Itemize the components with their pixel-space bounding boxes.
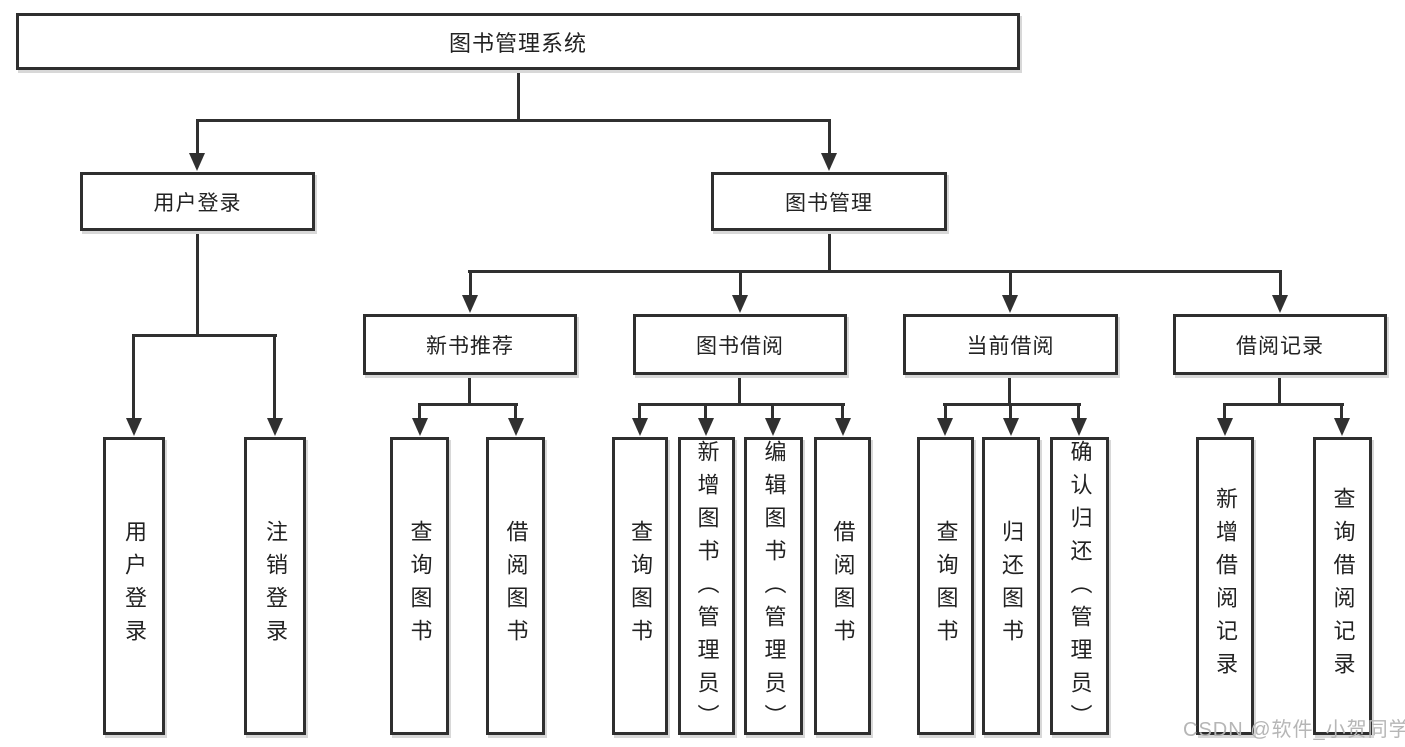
leaf-return-book: 归还图书 <box>982 437 1040 735</box>
leaf-user-login: 用户登录 <box>103 437 165 735</box>
node-label: 查询借阅记录 <box>1330 487 1356 685</box>
leaf-edit-book-admin: 编辑图书（管理员） <box>744 437 803 737</box>
connector-line <box>1223 405 1226 419</box>
connector-line <box>841 405 844 419</box>
node-user-login: 用户登录 <box>80 172 315 231</box>
arrow-down-icon <box>189 153 205 171</box>
node-new-book-recommend: 新书推荐 <box>363 314 577 375</box>
connector-line <box>132 336 135 419</box>
watermark: CSDN @软件_小贺同学 <box>1183 719 1405 741</box>
connector-line <box>273 336 276 419</box>
arrow-down-icon <box>765 418 781 436</box>
connector-line <box>196 119 831 122</box>
connector-line <box>1223 403 1344 406</box>
connector-line <box>132 334 277 337</box>
node-label: 借阅记录 <box>1236 334 1324 358</box>
arrow-down-icon <box>1003 418 1019 436</box>
node-label: 图书借阅 <box>696 334 784 358</box>
connector-line <box>828 121 831 155</box>
connector-line <box>468 270 1282 273</box>
connector-line <box>828 230 831 272</box>
arrow-down-icon <box>1272 295 1288 313</box>
connector-line <box>514 405 517 419</box>
connector-line <box>468 375 471 405</box>
connector-line <box>1008 375 1011 405</box>
node-library-system: 图书管理系统 <box>16 13 1020 70</box>
connector-line <box>1278 375 1281 405</box>
leaf-borrow-books-recommend: 借阅图书 <box>486 437 545 735</box>
connector-line <box>1009 272 1012 296</box>
leaf-confirm-return-admin: 确认归还（管理员） <box>1050 437 1109 737</box>
connector-line <box>1077 405 1080 419</box>
node-label: 新书推荐 <box>426 334 514 358</box>
leaf-logout: 注销登录 <box>244 437 306 735</box>
node-label: 借阅图书 <box>830 520 856 652</box>
connector-line <box>469 272 472 296</box>
node-book-borrow: 图书借阅 <box>633 314 847 375</box>
connector-line <box>517 70 520 120</box>
connector-line <box>638 403 845 406</box>
node-borrow-records: 借阅记录 <box>1173 314 1387 375</box>
connector-line <box>944 405 947 419</box>
connector-line <box>196 121 199 155</box>
node-label: 借阅图书 <box>503 520 529 652</box>
node-label: 图书管理 <box>785 191 873 215</box>
arrow-down-icon <box>1002 295 1018 313</box>
arrow-down-icon <box>1217 418 1233 436</box>
connector-line <box>1009 405 1012 419</box>
connector-line <box>638 405 641 419</box>
arrow-down-icon <box>632 418 648 436</box>
arrow-down-icon <box>698 418 714 436</box>
node-label: 用户登录 <box>122 520 147 652</box>
connector-line <box>739 272 742 296</box>
node-label: 归还图书 <box>999 520 1024 652</box>
node-label: 查询图书 <box>628 520 653 652</box>
connector-line <box>771 405 774 419</box>
node-current-borrow: 当前借阅 <box>903 314 1118 375</box>
arrow-down-icon <box>126 418 142 436</box>
leaf-borrow-books: 借阅图书 <box>814 437 871 735</box>
arrow-down-icon <box>412 418 428 436</box>
leaf-add-book-admin: 新增图书（管理员） <box>678 437 735 737</box>
node-label: 确认归还（管理员） <box>1067 440 1093 737</box>
node-label: 图书管理系统 <box>448 30 587 56</box>
arrow-down-icon <box>1071 418 1087 436</box>
node-label: 查询图书 <box>407 520 433 652</box>
connector-line <box>943 403 1081 406</box>
leaf-query-books-borrow: 查询图书 <box>612 437 668 735</box>
arrow-down-icon <box>1334 418 1350 436</box>
connector-line <box>1340 405 1343 419</box>
node-label: 新增借阅记录 <box>1213 487 1238 685</box>
leaf-add-borrow-record: 新增借阅记录 <box>1196 437 1254 735</box>
connector-line <box>418 403 518 406</box>
node-label: 编辑图书（管理员） <box>761 440 787 737</box>
arrow-down-icon <box>821 153 837 171</box>
arrow-down-icon <box>835 418 851 436</box>
node-label: 用户登录 <box>153 191 242 215</box>
leaf-query-borrow-record: 查询借阅记录 <box>1313 437 1372 735</box>
connector-line <box>196 230 199 336</box>
node-book-management: 图书管理 <box>711 172 947 231</box>
arrow-down-icon <box>267 418 283 436</box>
connector-line <box>1279 272 1282 296</box>
arrow-down-icon <box>937 418 953 436</box>
node-label: 注销登录 <box>263 520 288 652</box>
node-label: 查询图书 <box>933 520 959 652</box>
leaf-query-books-current: 查询图书 <box>917 437 974 735</box>
node-label: 当前借阅 <box>966 334 1055 358</box>
connector-line <box>738 375 741 405</box>
arrow-down-icon <box>462 295 478 313</box>
arrow-down-icon <box>732 295 748 313</box>
leaf-query-books-recommend: 查询图书 <box>390 437 449 735</box>
connector-line <box>418 405 421 419</box>
arrow-down-icon <box>508 418 524 436</box>
connector-line <box>704 405 707 419</box>
node-label: 新增图书（管理员） <box>694 440 720 737</box>
